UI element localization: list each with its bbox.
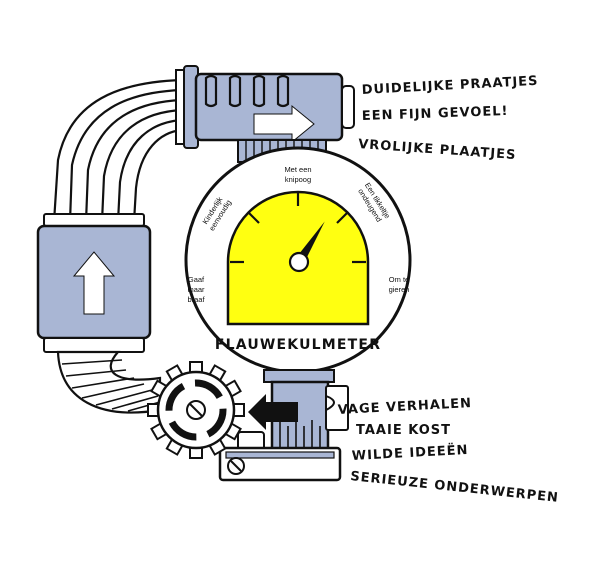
input-labels: VAGE VERHALEN TAAIE KOST WILDE IDEEËN SE… <box>337 396 559 506</box>
output-labels: DUIDELIJKE PRAATJES EEN FIJN GEVOEL! VRO… <box>358 74 539 163</box>
input-label-3: WILDE IDEEËN <box>351 442 468 464</box>
arrow-up-icon <box>72 251 116 315</box>
gauge-title: FLAUWEKULMETER <box>215 337 381 353</box>
output-label-1: DUIDELIJKE PRAATJES <box>361 74 538 98</box>
cable-bundle <box>52 78 183 223</box>
arrow-left-icon <box>248 394 298 430</box>
gear-icon <box>147 361 245 459</box>
input-label-2: TAAIE KOST <box>356 423 451 438</box>
needle-hub <box>288 251 310 273</box>
intake-machine <box>218 369 349 482</box>
cable-bundle-inner <box>61 84 183 223</box>
input-label-1: VAGE VERHALEN <box>337 396 472 418</box>
output-label-2: EEN FIJN GEVOEL! <box>362 104 509 124</box>
top-tube <box>175 65 355 149</box>
corrugated-hose <box>56 350 162 414</box>
output-label-3: VROLIJKE PLAATJES <box>358 137 517 163</box>
input-label-4: SERIEUZE ONDERWERPEN <box>350 469 560 506</box>
tube-coils <box>204 74 290 108</box>
left-tube <box>36 213 152 353</box>
screw-icon <box>227 457 245 475</box>
arrow-right-icon <box>253 104 315 144</box>
gauge-ticks <box>230 192 366 264</box>
